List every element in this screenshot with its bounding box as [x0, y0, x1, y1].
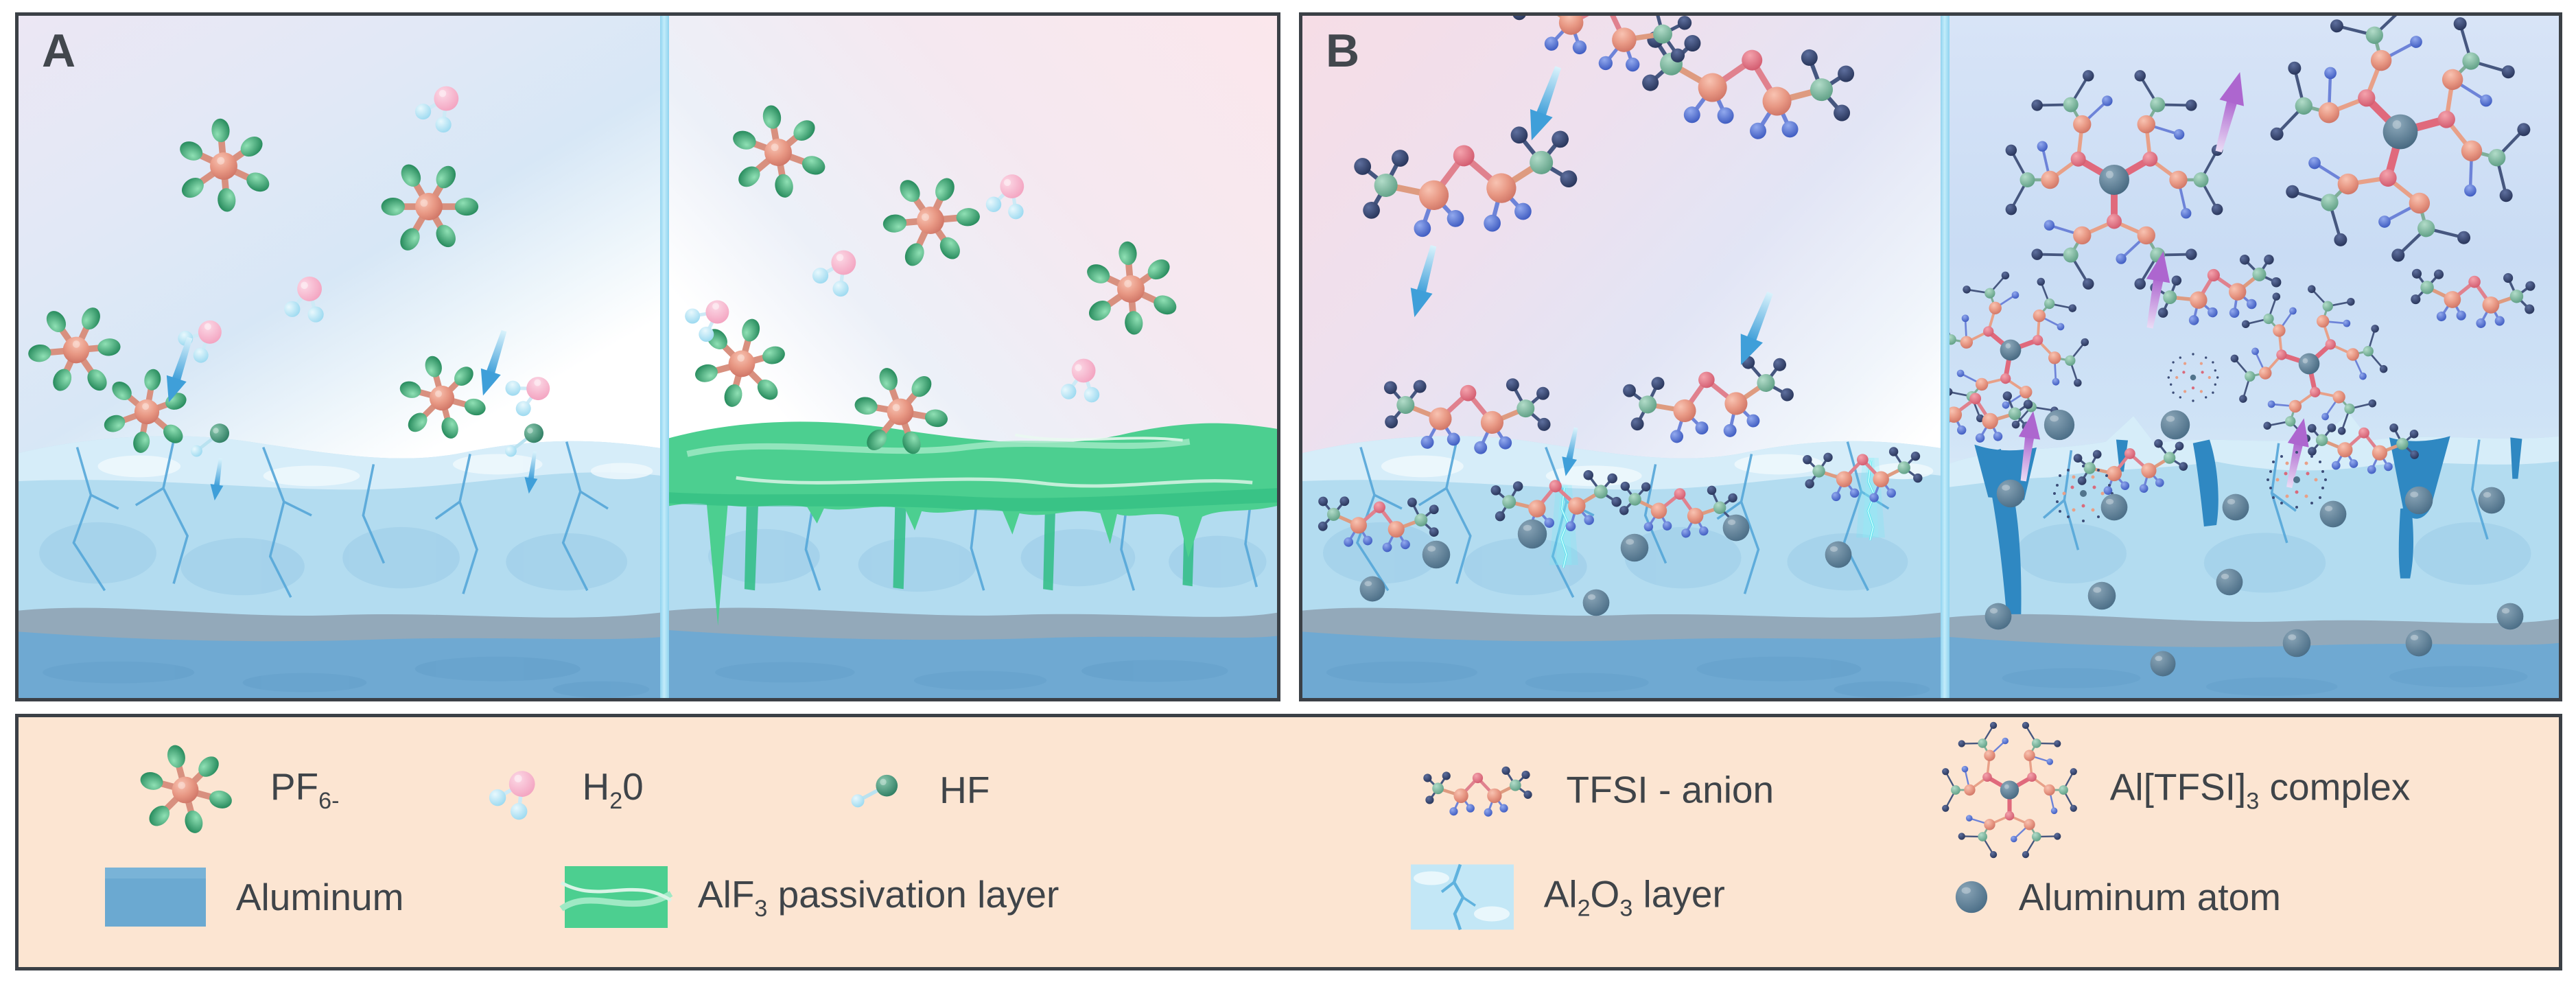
panel-a-divider	[660, 16, 669, 698]
legend-label-segment: PF	[270, 765, 319, 809]
legend-item-alatom: Aluminum atom	[1954, 875, 2281, 919]
pf6-molecule	[717, 91, 840, 213]
aluminum-atom	[2087, 581, 2117, 611]
legend-label-segment: 3	[1619, 895, 1633, 922]
legend-label-segment: 0	[622, 765, 644, 809]
legend-item-hf: HF	[844, 767, 990, 813]
legend-item-label: H20	[582, 765, 643, 815]
aluminum-atom	[1359, 575, 1386, 603]
aluminum-atom	[1517, 518, 1548, 550]
legend-label-segment: TFSI - anion	[1566, 768, 1775, 811]
legend-label-segment: 2	[1577, 895, 1591, 922]
legend-item-label: Aluminum atom	[2019, 875, 2281, 919]
legend-label-segment: Aluminum	[235, 876, 404, 919]
aluminum-atom	[2149, 650, 2177, 677]
aluminum-atom	[2404, 485, 2434, 515]
legend-item-altfsi: Al[TFSI]3 complex	[1939, 719, 2411, 860]
al2o3-swatch	[1410, 863, 1514, 931]
legend-label-segment: HF	[939, 768, 990, 811]
legend-item-tfsi: TFSI - anion	[1421, 756, 1775, 824]
panel-b-label: B	[1326, 25, 1361, 77]
pf6-molecule	[1066, 223, 1197, 354]
aluminum-atom	[1824, 540, 1853, 569]
alatom-icon	[1955, 881, 1987, 914]
aluminum-atom	[1984, 602, 2013, 631]
water-molecule	[266, 254, 349, 338]
aluminum-atom	[2100, 493, 2129, 522]
legend-label-segment: Aluminum atom	[2018, 876, 2281, 919]
legend-item-label: AlF3 passivation layer	[698, 872, 1059, 922]
legend-item-label: Al2O3 layer	[1544, 872, 1725, 922]
legend-label-segment: H	[582, 765, 610, 809]
arrow-down-icon	[204, 456, 231, 504]
aluminum-atom	[2496, 602, 2525, 631]
aluminum-atom	[1582, 588, 1611, 617]
pf6-molecule	[841, 352, 959, 471]
panel-a-right-scene	[669, 16, 1277, 698]
legend-item-label: HF	[939, 768, 990, 812]
panel-b-right-scene	[1949, 16, 2559, 698]
legend-label-segment: AlF	[697, 872, 755, 916]
tfsi-anion-molecule	[2402, 247, 2545, 344]
altfsi-icon	[1939, 719, 2080, 860]
legend-label-segment: 3	[2246, 788, 2260, 815]
aluminum-atom	[1722, 513, 1750, 542]
panel-a: A	[15, 12, 1280, 701]
tfsi-anion-molecule	[1376, 353, 1561, 471]
hf-icon	[844, 767, 909, 813]
legend-item-h2o: H20	[483, 756, 644, 824]
legend-label-segment: layer	[1632, 872, 1725, 916]
legend-item-al2o3: Al2O3 layer	[1410, 863, 1725, 931]
aluminum-atom	[2221, 493, 2250, 522]
al-tfsi3-complex	[2240, 16, 2559, 292]
aluminum-swatch	[104, 868, 206, 927]
legend-label-segment: complex	[2259, 765, 2411, 809]
panel-b-divider	[1941, 16, 1949, 698]
legend-label-segment: 2	[609, 788, 623, 815]
aluminum-atom	[2215, 568, 2244, 596]
tfsi-anion-molecule	[1486, 455, 1629, 546]
legend-item-pf6: PF6-	[130, 735, 340, 845]
tfsi-icon	[1421, 756, 1536, 824]
pf6-molecule	[360, 137, 498, 276]
legend-item-label: Al[TFSI]3 complex	[2110, 765, 2411, 815]
aluminum-atom	[2159, 409, 2191, 441]
aluminum-atom	[2477, 486, 2506, 515]
al-tfsi3-complex-sketch	[2164, 348, 2223, 406]
legend-item-label: PF6-	[270, 765, 340, 815]
legend-item-alf3: AlF3 passivation layer	[559, 866, 1059, 929]
panel-a-label: A	[42, 25, 77, 77]
legend-label-segment: 6-	[318, 788, 340, 815]
aluminum-atom	[2282, 628, 2312, 658]
legend-label-segment: Al	[1543, 872, 1578, 916]
water-molecule	[410, 72, 475, 137]
aluminum-atom	[1619, 533, 1650, 563]
panel-b: B	[1299, 12, 2562, 701]
tfsi-anion-molecule	[1493, 16, 1711, 106]
water-molecule	[807, 235, 872, 301]
h2o-icon	[483, 756, 552, 824]
legend-label-segment: 3	[754, 895, 768, 922]
panel-a-left-scene	[19, 16, 660, 698]
aluminum-atom	[1995, 478, 2026, 509]
tfsi-anion-molecule	[1615, 333, 1807, 463]
legend-item-label: TFSI - anion	[1567, 768, 1775, 812]
legend-label-segment: passivation layer	[767, 872, 1059, 916]
aluminum-atom	[1421, 539, 1451, 570]
legend-label-segment: O	[1590, 872, 1620, 916]
legend-label-segment: Al[TFSI]	[2109, 765, 2247, 809]
panel-b-left-scene	[1302, 16, 1941, 698]
aluminum-atom	[2319, 500, 2347, 528]
aluminum-atom	[2404, 629, 2433, 658]
pf6-molecule	[159, 100, 290, 231]
alf3-swatch	[559, 866, 673, 929]
legend-item-aluminum: Aluminum	[104, 868, 404, 927]
water-molecule	[1040, 336, 1124, 419]
aluminum-atom	[2043, 408, 2076, 441]
pf6-icon	[130, 735, 240, 845]
tfsi-anion-molecule	[1801, 435, 1928, 510]
legend-item-label: Aluminum	[236, 875, 404, 919]
